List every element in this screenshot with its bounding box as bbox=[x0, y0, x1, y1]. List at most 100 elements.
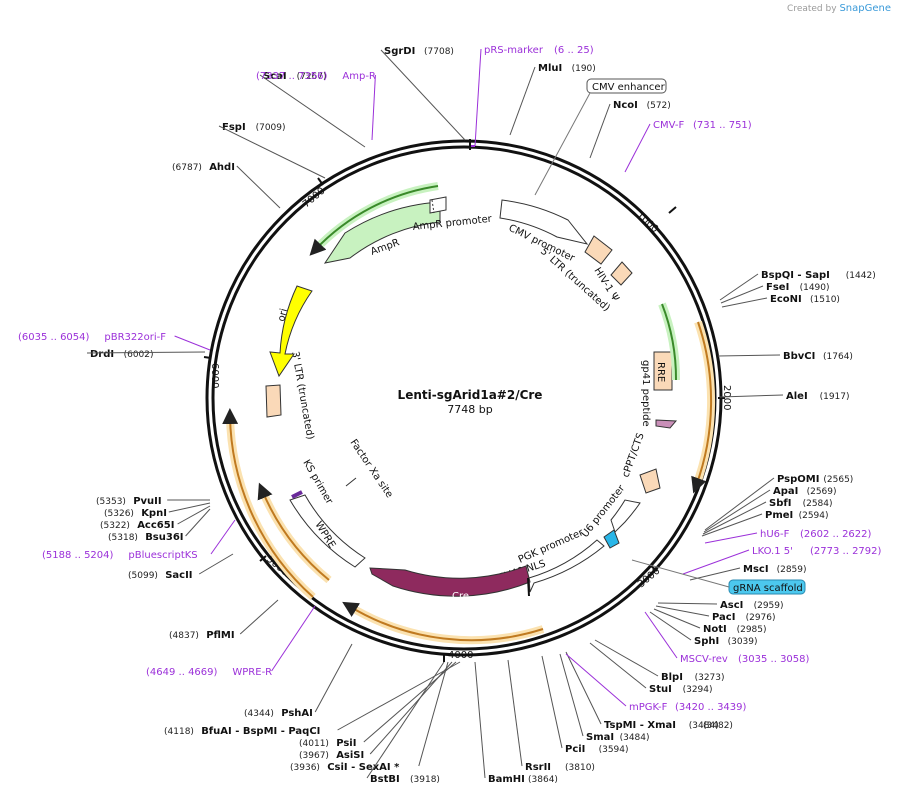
site-name: Acc65I bbox=[137, 520, 174, 531]
primer-range: (7337 .. 7356) bbox=[256, 71, 328, 82]
site-leader bbox=[565, 651, 602, 725]
primer-name: pBluescriptKS bbox=[128, 550, 197, 561]
ampr-orf-arrow bbox=[309, 185, 439, 256]
site-leader bbox=[704, 477, 775, 531]
grna-scaffold-label: gRNA scaffold bbox=[733, 583, 803, 594]
primer-leader bbox=[644, 611, 678, 659]
site-pos: (1442) bbox=[846, 271, 876, 281]
primer-range: (3420 .. 3439) bbox=[675, 702, 747, 713]
site-leader bbox=[218, 125, 326, 179]
site-leader bbox=[369, 661, 453, 755]
gp41-feature[interactable] bbox=[655, 419, 678, 429]
site-leader bbox=[541, 655, 563, 749]
site-name: NcoI bbox=[613, 100, 638, 111]
u6-promoter-feature[interactable] bbox=[610, 499, 641, 533]
cmv-promoter-feature[interactable] bbox=[499, 199, 589, 245]
cmv-enhancer-box[interactable] bbox=[586, 78, 667, 94]
site-leader bbox=[719, 273, 759, 301]
site-leader bbox=[418, 661, 449, 767]
site-pos: (2594) bbox=[799, 511, 829, 521]
site-leader bbox=[185, 508, 211, 537]
site-name: Bsu36I bbox=[145, 532, 183, 543]
primer-name: LKO.1 5' bbox=[752, 546, 793, 557]
site-leader bbox=[721, 297, 768, 308]
site-name: RsrII bbox=[525, 762, 551, 773]
rre-orf-green bbox=[661, 303, 678, 381]
cppt-feature[interactable] bbox=[639, 468, 661, 494]
site-name: DrdI bbox=[90, 349, 114, 360]
site-pos: (3810) bbox=[565, 763, 595, 773]
cre-label: Cre bbox=[452, 591, 469, 602]
ampr-feature[interactable] bbox=[323, 201, 441, 264]
site-pos: (2976) bbox=[746, 613, 776, 623]
site-name: PvuII bbox=[133, 496, 161, 507]
site-leader bbox=[559, 653, 584, 737]
site-pos: (4118) bbox=[164, 727, 194, 737]
site-pos: (5326) bbox=[104, 509, 134, 519]
site-name: PacI bbox=[712, 612, 735, 623]
ori-feature[interactable] bbox=[269, 285, 313, 378]
cmv-enhancer-label: CMV enhancer bbox=[592, 82, 666, 93]
primer-name: CMV-F bbox=[653, 120, 684, 131]
primer-range: (5188 .. 5204) bbox=[42, 550, 114, 561]
site-name: MscI bbox=[743, 564, 769, 575]
site-pos: (3918) bbox=[410, 775, 440, 785]
left-orf-inner bbox=[257, 482, 330, 581]
site-name: PmeI bbox=[765, 510, 793, 521]
plasmid-size: 7748 bp bbox=[447, 403, 492, 416]
site-name: KpnI bbox=[141, 508, 167, 519]
wpre-feature[interactable] bbox=[289, 494, 366, 568]
site-pos: (7009) bbox=[256, 123, 286, 133]
cre-feature[interactable] bbox=[369, 565, 531, 597]
site-pos: (7708) bbox=[424, 47, 454, 57]
site-leader bbox=[168, 502, 211, 513]
primer-leader bbox=[210, 519, 236, 555]
primer-leader bbox=[565, 653, 627, 707]
site-pos: (2569) bbox=[807, 487, 837, 497]
cre-orf bbox=[342, 601, 544, 642]
gRNA-feature[interactable] bbox=[603, 529, 620, 549]
factor-xa-feature[interactable] bbox=[345, 477, 357, 487]
site-pos: (5322) bbox=[100, 521, 130, 531]
hiv1-psi-feature[interactable] bbox=[610, 261, 633, 286]
site-name: PshAI bbox=[281, 708, 313, 719]
site-labels: SgrDI(7708)MluI(190)NcoI(572)ScaI(7267)F… bbox=[18, 45, 882, 785]
site-pos: (1917) bbox=[820, 392, 850, 402]
site-name: PflMI bbox=[206, 630, 234, 641]
site-name: ApaI bbox=[773, 486, 798, 497]
site-pos: (6787) bbox=[172, 163, 202, 173]
site-pos: (4011) bbox=[299, 739, 329, 749]
snapgene-credit: Created by SnapGene bbox=[787, 3, 891, 14]
ks-primer-feature[interactable] bbox=[291, 490, 303, 499]
site-leader bbox=[86, 351, 206, 354]
primer-name: MSCV-rev bbox=[680, 654, 728, 665]
site-leader bbox=[366, 661, 445, 779]
site-pos: (3294) bbox=[683, 685, 713, 695]
site-pos: (7267) bbox=[297, 72, 327, 82]
site-leader bbox=[702, 501, 767, 535]
ltr5-feature[interactable] bbox=[584, 235, 613, 265]
site-pos: (5318) bbox=[108, 533, 138, 543]
site-leader bbox=[594, 639, 659, 677]
primer-name: mPGK-F bbox=[629, 702, 668, 713]
site-leader bbox=[337, 661, 461, 731]
site-leader bbox=[259, 74, 366, 148]
site-pos: (1510) bbox=[810, 295, 840, 305]
ltr3-feature[interactable] bbox=[265, 384, 282, 418]
site-pos: (3594) bbox=[599, 745, 629, 755]
site-pos: (3039) bbox=[728, 637, 758, 647]
ampr-promoter-feature[interactable] bbox=[429, 196, 447, 214]
site-name: FseI bbox=[766, 282, 789, 293]
site-pos: (5353) bbox=[96, 497, 126, 507]
primer-range: (4649 .. 4669) bbox=[146, 667, 218, 678]
primer-name: pRS-marker bbox=[484, 45, 544, 56]
site-name: BfuAI - BspMI - PaqCI bbox=[201, 726, 320, 737]
gp41-label: gp41 peptide bbox=[640, 360, 651, 427]
plasmid-name: Lenti-sgArid1a#2/Cre bbox=[398, 388, 543, 402]
site-name: AsiSI bbox=[336, 750, 364, 761]
primer-leader bbox=[371, 74, 376, 141]
site-leader bbox=[649, 611, 692, 641]
site-leader bbox=[655, 605, 710, 617]
site-name: CsiI - SexAI * bbox=[327, 762, 400, 773]
